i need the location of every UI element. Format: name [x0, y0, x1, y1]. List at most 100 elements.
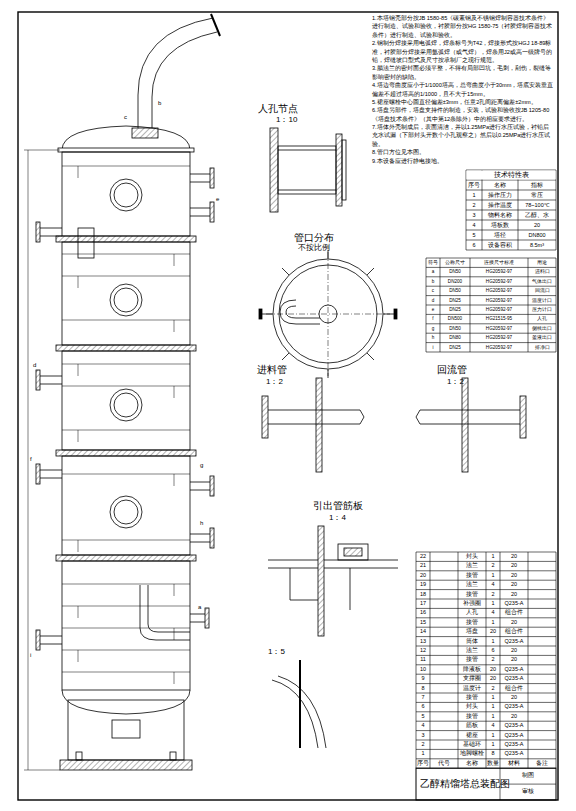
nozzle-table-cell: d: [426, 296, 440, 305]
parts-list-cell: 14: [416, 627, 430, 636]
parts-list-cell: 4: [486, 608, 500, 617]
parts-list-cell: Q235-A: [500, 731, 528, 740]
parts-list-cell: 13: [416, 637, 430, 646]
notes-block: 1.本塔钢壳部分按JB 1580-85《碳素钢及不锈钢焊制容器技术条件》进行制造…: [372, 14, 554, 165]
parts-list-header: 代号: [430, 759, 458, 768]
parts-list-cell: 2: [486, 655, 500, 664]
parts-list-cell: 接管: [458, 712, 486, 721]
nozzle-table-cell: HG20592-97: [470, 324, 528, 333]
table-cell: 3: [466, 210, 482, 220]
parts-list-cell: 接管: [458, 590, 486, 599]
technical-note: 9.本设备应进行静电接地。: [372, 157, 554, 165]
parts-list-cell: 1: [486, 618, 500, 627]
nozzle-table-cell: HG20592-97: [470, 277, 528, 286]
parts-list-header: 数量: [486, 759, 500, 768]
parts-list-cell: 1: [486, 693, 500, 702]
parts-list-cell: 接管: [458, 655, 486, 664]
parts-list-cell: 2: [486, 684, 500, 693]
callout-letter: h: [200, 520, 203, 527]
table-cell: 塔板数: [482, 220, 518, 230]
parts-list-cell: 20: [486, 665, 500, 674]
parts-list-cell: 20: [416, 571, 430, 580]
parts-list-cell: 筋板: [458, 721, 486, 730]
parts-list-cell: 法兰: [458, 580, 486, 589]
table-title: 技术特性表: [466, 170, 556, 180]
parts-list-cell: Q235-A: [500, 674, 528, 683]
parts-list-cell: 人孔: [458, 608, 486, 617]
nozzle-table-cell: i: [426, 343, 440, 352]
parts-list-cell: 20: [500, 618, 528, 627]
view-title: 进料管: [257, 364, 287, 375]
callout-letter: f: [30, 456, 32, 463]
table-cell: 6: [466, 240, 482, 250]
table-cell: 物料名称: [482, 210, 518, 220]
nozzle-table-cell: DN50: [440, 286, 470, 295]
parts-list-cell: 6: [486, 646, 500, 655]
view-title: 1：2: [266, 378, 283, 387]
view-title: 不按比例: [298, 244, 330, 253]
table-cell: 指标: [518, 180, 556, 190]
view-title: 1：4: [329, 514, 346, 523]
technical-note: 7.塔体外壳制成后，表面清洁，并以1.25MPa进行水压试验，衬铅后充水试漏（下…: [372, 123, 554, 148]
nozzle-table-cell: DN500: [440, 314, 470, 323]
technical-note: 3.腊法兰的密封面必须平整，不得有局部凹坑，毛刺，刮伤，裂缝等影响密封的缺陷。: [372, 64, 554, 81]
table-cell: 塔径: [482, 230, 518, 240]
nozzle-table-cell: 进料口: [528, 267, 556, 276]
nozzle-table-cell: 连接尺寸标准: [470, 258, 528, 267]
nozzle-table-cell: g: [426, 324, 440, 333]
parts-list-cell: 18: [416, 590, 430, 599]
parts-list-cell: 1: [486, 731, 500, 740]
parts-list-cell: 接管: [458, 618, 486, 627]
nozzle-table-cell: DN25: [440, 305, 470, 314]
parts-list-cell: 20: [500, 561, 528, 570]
parts-list-cell: 20: [500, 646, 528, 655]
nozzle-table-cell: a: [426, 267, 440, 276]
parts-list-cell: 封头: [458, 552, 486, 561]
nozzle-table-cell: 人孔: [528, 314, 556, 323]
nozzle-table-cell: 用途: [528, 258, 556, 267]
technical-note: 2.钢制分焊接采用电弧焊，焊条标号为T42，焊接形式按HGJ 18-89标准，衬…: [372, 39, 554, 64]
view-title: 引出管筋板: [313, 500, 363, 511]
table-cell: 操作压力: [482, 190, 518, 200]
parts-list-cell: 20: [500, 580, 528, 589]
table-cell: 乙醇、水: [518, 210, 556, 220]
parts-list-cell: 4: [486, 721, 500, 730]
view-title: 1：10: [276, 116, 297, 125]
parts-list-cell: 基础环: [458, 740, 486, 749]
parts-list-cell: Q235-A: [500, 637, 528, 646]
parts-list-cell: 塔盘: [458, 627, 486, 636]
parts-list-cell: Q235-A: [500, 702, 528, 711]
parts-list-cell: 16: [416, 608, 430, 617]
parts-list-cell: 2: [486, 561, 500, 570]
parts-list-cell: 温度计: [458, 684, 486, 693]
nozzle-table-cell: 回流口: [528, 286, 556, 295]
parts-list-cell: 降液板: [458, 665, 486, 674]
parts-list-cell: 1: [486, 599, 500, 608]
callout-letter: g: [200, 462, 203, 469]
nozzle-table-cell: h: [426, 333, 440, 342]
view-title: 管口分布: [294, 232, 334, 243]
callout-letter: a: [198, 604, 201, 611]
parts-list-cell: 6: [416, 702, 430, 711]
parts-list-cell: 4: [486, 580, 500, 589]
parts-list-cell: 1: [486, 552, 500, 561]
nozzle-table-cell: HG20592-97: [470, 333, 528, 342]
parts-list-cell: 组合件: [500, 684, 528, 693]
table-cell: DN800: [518, 230, 556, 240]
parts-list-cell: Q235-A: [500, 740, 528, 749]
technical-note: 8.管口方位见本图。: [372, 148, 554, 156]
nozzle-table-cell: 压力计口: [528, 305, 556, 314]
nozzle-table-cell: 符号: [426, 258, 440, 267]
view-title: 1：2: [447, 378, 464, 387]
parts-list-cell: 7: [416, 693, 430, 702]
table-cell: 常压: [518, 190, 556, 200]
technical-note: 5.裙座螺栓中心圆直径偏差±3mm，任意2孔间距离偏差±2mm。: [372, 98, 554, 106]
table-cell: 名称: [482, 180, 518, 190]
technical-note: 4.塔边弯曲度应小于1/1000塔高，总弯曲度小于30mm，塔底安装垂直偏差不超…: [372, 81, 554, 98]
parts-list-header: 名称: [458, 759, 486, 768]
callout-letter: i: [30, 652, 31, 659]
view-title: 1：5: [268, 648, 285, 657]
parts-list-cell: 1: [486, 740, 500, 749]
parts-list-cell: 20: [500, 655, 528, 664]
nozzle-table-cell: 气体出口: [528, 277, 556, 286]
